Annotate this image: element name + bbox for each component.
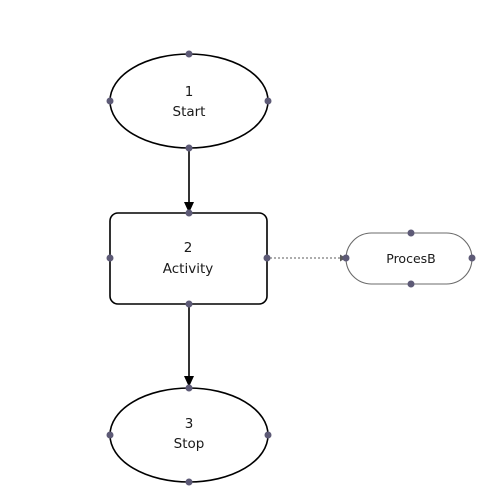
edge-start-to-activity[interactable] — [184, 148, 194, 213]
connection-handle-top-icon[interactable] — [407, 229, 415, 237]
node-procesb[interactable]: ProcesB — [342, 229, 476, 288]
connection-handle-right-icon[interactable] — [264, 431, 272, 439]
activity-rectangle — [109, 212, 268, 305]
node-label: Activity — [163, 261, 214, 277]
connection-handle-left-icon[interactable] — [106, 431, 114, 439]
node-label: ProcesB — [386, 251, 435, 266]
node-start[interactable]: 1 Start — [106, 50, 272, 152]
node-number: 2 — [184, 240, 193, 256]
node-label: Stop — [174, 436, 205, 452]
connection-handle-bottom-icon[interactable] — [407, 280, 415, 288]
connection-handle-right-icon[interactable] — [264, 97, 272, 105]
connection-handle-top-icon[interactable] — [185, 50, 193, 58]
arrowhead — [184, 376, 194, 387]
edge-activity-to-stop[interactable] — [184, 304, 194, 387]
node-activity[interactable]: 2 Activity — [106, 209, 271, 308]
connection-handle-left-icon[interactable] — [342, 254, 350, 262]
connection-handle-left-icon[interactable] — [106, 97, 114, 105]
stop-ellipse — [109, 387, 269, 483]
connection-handle-left-icon[interactable] — [106, 254, 114, 262]
connection-handle-bottom-icon[interactable] — [185, 144, 193, 152]
node-label: Start — [173, 104, 206, 120]
start-ellipse — [109, 53, 269, 149]
node-stop[interactable]: 3 Stop — [106, 384, 272, 486]
connection-handle-right-icon[interactable] — [468, 254, 476, 262]
node-number: 3 — [185, 416, 194, 432]
connection-handle-right-icon[interactable] — [263, 254, 271, 262]
arrowhead — [184, 202, 194, 213]
node-number: 1 — [185, 84, 194, 100]
edge-activity-to-procesb[interactable] — [266, 254, 346, 262]
connection-handle-bottom-icon[interactable] — [185, 478, 193, 486]
connection-handle-top-icon[interactable] — [185, 384, 193, 392]
connection-handle-bottom-icon[interactable] — [185, 300, 193, 308]
connection-handle-top-icon[interactable] — [185, 209, 193, 217]
